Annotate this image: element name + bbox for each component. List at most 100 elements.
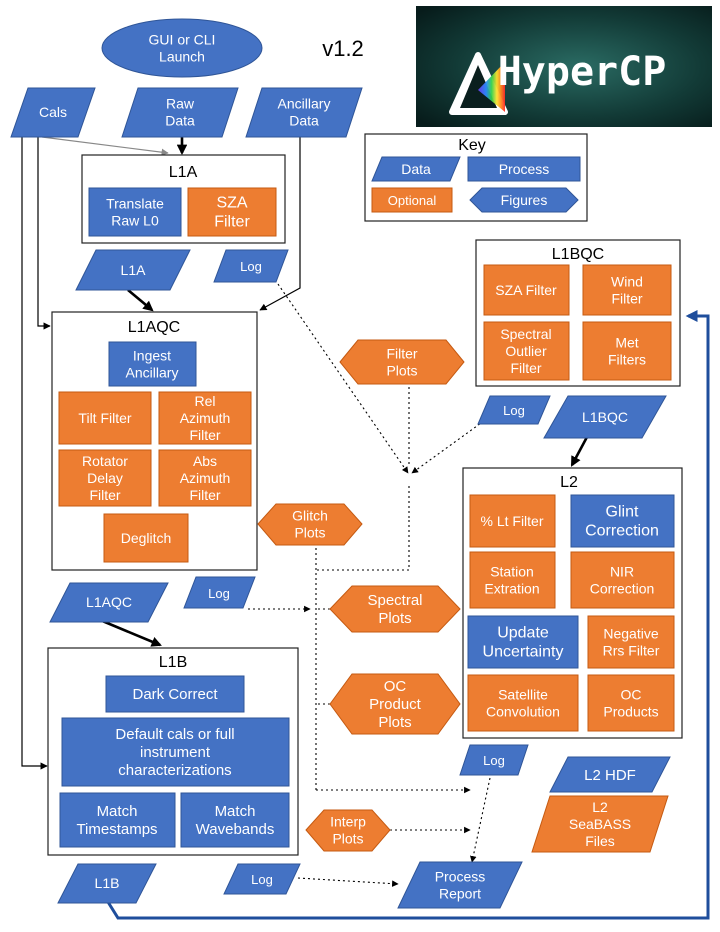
l1b-title: L1B xyxy=(159,654,187,671)
tilt-filter: Tilt Filter xyxy=(78,410,131,426)
l2-hdf-output: L2 HDF xyxy=(549,756,671,793)
edge-l1b-to-l1bqc xyxy=(106,310,710,920)
hypercp-logo: HyperCP xyxy=(416,6,712,127)
l1a-log: Log xyxy=(213,249,289,283)
l1a-output-label: L1A xyxy=(121,262,147,278)
l1b-output-label: L1B xyxy=(95,875,120,891)
l2-title: L2 xyxy=(560,474,578,491)
key-optional-label: Optional xyxy=(388,193,437,208)
prism-icon xyxy=(449,52,508,115)
edge-l1bqc-to-l2 xyxy=(570,436,589,467)
l1b-log-label: Log xyxy=(251,872,273,887)
edge-cals-to-l1b xyxy=(21,137,48,770)
edges xyxy=(21,136,710,920)
edge-ancillary-to-l1aqc xyxy=(259,137,301,311)
l1b-output: L1B xyxy=(57,863,157,904)
l1bqc-log: Log xyxy=(477,395,551,425)
key-data-label: Data xyxy=(401,161,431,177)
cals-label: Cals xyxy=(39,104,67,120)
l1bqc-sza-filter: SZA Filter xyxy=(495,282,557,298)
l1b-log: Log xyxy=(223,863,301,895)
l1a-log-label: Log xyxy=(240,259,262,274)
cals-input: Cals xyxy=(10,87,96,138)
edge-cals-to-l1a xyxy=(41,136,169,156)
key-title: Key xyxy=(458,137,486,154)
edge-l1a-log-to-report xyxy=(277,283,409,474)
l1aqc-title: L1AQC xyxy=(128,319,180,336)
edge-l1aqc-to-l1b xyxy=(99,618,162,647)
l1aqc-log-label: Log xyxy=(208,586,230,601)
deglitch: Deglitch xyxy=(121,530,172,546)
l1a-output: L1A xyxy=(75,249,191,291)
key-process-label: Process xyxy=(499,161,550,177)
key-legend: Key Data Process Optional Figures xyxy=(364,133,588,222)
l1bqc-output-label: L1BQC xyxy=(582,409,628,425)
l2-log: Log xyxy=(459,744,529,776)
edge-l2-log-to-report xyxy=(470,777,491,863)
logo-text: HyperCP xyxy=(498,49,667,95)
l2-hdf-label: L2 HDF xyxy=(584,767,636,784)
edge-l1b-log-to-report xyxy=(297,877,399,887)
l1bqc-title: L1BQC xyxy=(552,246,604,263)
l1aqc-log: Log xyxy=(183,576,256,609)
l1bqc-log-label: Log xyxy=(503,403,525,418)
edge-l1bqc-log-to-report xyxy=(411,417,489,474)
edge-cals-to-l1aqc xyxy=(37,137,51,330)
l1aqc-output-label: L1AQC xyxy=(86,594,132,610)
edge-main-vertical-2 xyxy=(316,520,410,571)
lt-filter: % Lt Filter xyxy=(480,513,543,529)
l1a-title: L1A xyxy=(169,164,198,181)
version-label: v1.2 xyxy=(322,36,364,61)
edge-l1a-to-l1aqc xyxy=(127,289,154,312)
l1bqc-output: L1BQC xyxy=(543,395,667,439)
l2-log-label: Log xyxy=(483,753,505,768)
key-figures-label: Figures xyxy=(501,192,548,208)
dark-correct: Dark Correct xyxy=(132,686,218,703)
l1aqc-output: L1AQC xyxy=(49,582,169,623)
